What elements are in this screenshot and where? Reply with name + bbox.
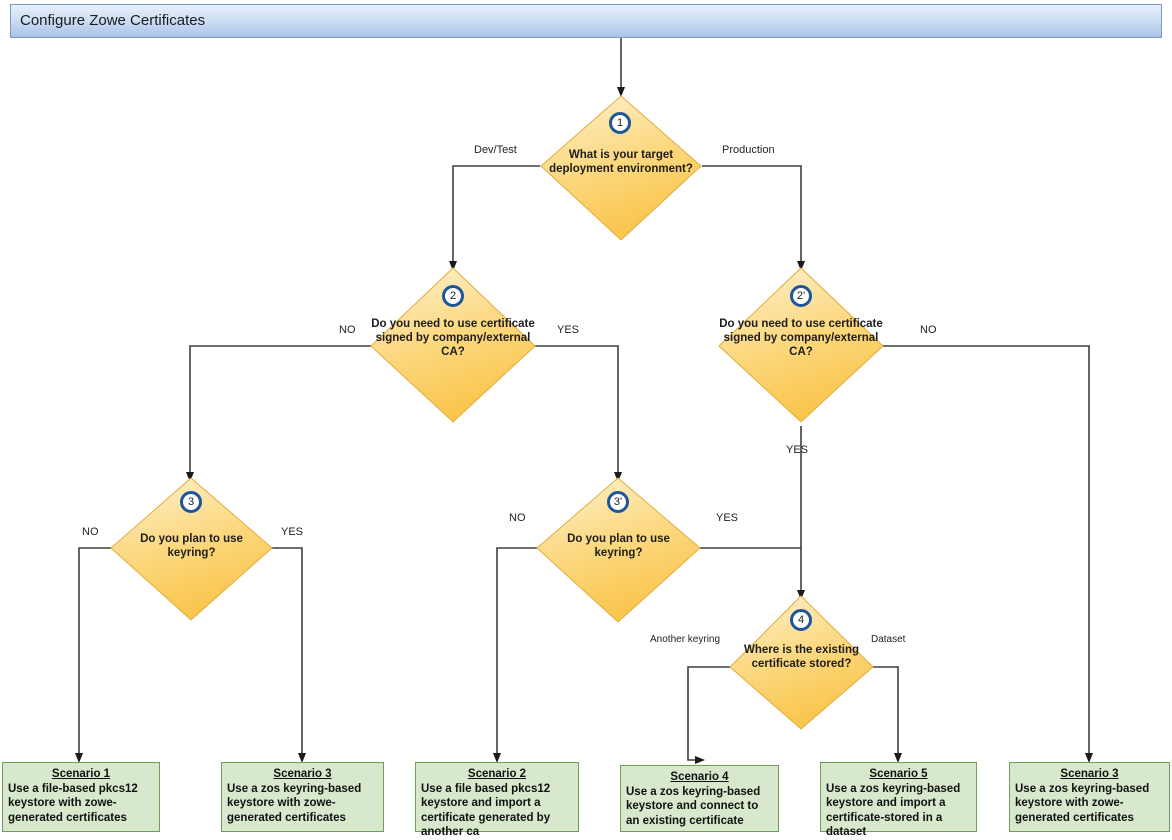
scenario-title: Scenario 3 [273, 768, 332, 780]
edge-d3-no-to-scenario1 [75, 547, 112, 763]
scenario-title: Scenario 5 [869, 768, 928, 780]
edge-d2-yes-to-d3p [535, 345, 622, 482]
decision-badge-1: 1 [609, 112, 631, 134]
scenario-box-1[interactable]: Scenario 1 Use a file-based pkcs12 keyst… [2, 762, 160, 832]
scenario-box-3b[interactable]: Scenario 3 Use a zos keyring-based keyst… [1009, 762, 1170, 832]
edge-d3p-no-to-scenario2 [493, 547, 537, 763]
scenario-body: Use a zos keyring-based keystore with zo… [227, 782, 362, 824]
edge-d3-yes-to-scenario3a [272, 547, 306, 763]
scenario-box-4[interactable]: Scenario 4 Use a zos keyring-based keyst… [620, 765, 779, 832]
edge-label-d3p-no: NO [509, 512, 526, 524]
edge-label-d3p-yes: YES [716, 512, 739, 524]
decision-shape-2-prime [718, 267, 884, 423]
decision-node-3[interactable]: 3 Do you plan to use keyring? [111, 478, 272, 620]
decision-label-2: Do you need to use certificate signed by… [371, 318, 535, 358]
decision-label-2-prime: Do you need to use certificate signed by… [719, 318, 883, 358]
decision-badge-3: 3 [180, 491, 202, 513]
decision-node-2[interactable]: 2 Do you need to use certificate signed … [371, 268, 535, 422]
decision-node-4[interactable]: 4 Where is the existing certificate stor… [730, 596, 873, 729]
decision-badge-2: 2 [442, 285, 464, 307]
scenario-box-2[interactable]: Scenario 2 Use a file based pkcs12 keyst… [415, 762, 579, 838]
decision-shape-2 [370, 267, 536, 423]
decision-label-3-prime: Do you plan to use keyring? [567, 533, 670, 559]
decision-label-4: Where is the existing certificate stored… [743, 644, 860, 670]
decision-shape-3-prime [536, 477, 701, 623]
edge-label-d4-another-keyring: Another keyring [650, 634, 721, 645]
scenario-body: Use a zos keyring-based keystore and con… [626, 785, 761, 827]
decision-label-1: What is your target deployment environme… [549, 149, 693, 175]
scenario-box-3a[interactable]: Scenario 3 Use a zos keyring-based keyst… [221, 762, 384, 832]
edge-label-d4-dataset: Dataset [871, 634, 906, 645]
decision-shape-3 [110, 477, 273, 621]
decision-shape-1 [540, 95, 702, 241]
scenario-title: Scenario 1 [51, 768, 111, 780]
scenario-box-5[interactable]: Scenario 5 Use a zos keyring-based keyst… [820, 762, 977, 838]
decision-shape-4 [729, 595, 874, 730]
edge-label-d1-devtest: Dev/Test [474, 144, 517, 156]
edge-d1-production-to-d2p [702, 165, 805, 271]
edge-label-d3-no: NO [82, 526, 99, 538]
edge-label-d2p-no: NO [920, 324, 937, 336]
edge-label-d3-yes: YES [281, 526, 304, 538]
scenario-body: Use a zos keyring-based keystore with zo… [1015, 782, 1150, 824]
edge-d4-another-keyring-to-scenario4 [687, 666, 756, 764]
scenario-title: Scenario 4 [670, 771, 729, 783]
window-title-bar: Configure Zowe Certificates [10, 4, 1162, 38]
decision-label-3: Do you plan to use keyring? [140, 533, 243, 559]
page-title: Configure Zowe Certificates [20, 12, 206, 29]
scenario-body: Use a file based pkcs12 keystore and imp… [421, 782, 551, 839]
scenario-title: Scenario 3 [1060, 768, 1119, 780]
decision-badge-4: 4 [790, 609, 812, 631]
decision-node-1[interactable]: 1 What is your target deployment environ… [541, 96, 701, 240]
edge-label-d1-production: Production [722, 144, 775, 156]
decision-node-3-prime[interactable]: 3' Do you plan to use keyring? [537, 478, 700, 622]
edge-label-d2p-yes: YES [786, 444, 809, 456]
edge-d2-no-to-d3 [186, 345, 372, 482]
decision-node-2-prime[interactable]: 2' Do you need to use certificate signed… [719, 268, 883, 422]
edge-label-d2-no: NO [339, 324, 356, 336]
scenario-body: Use a zos keyring-based keystore and imp… [826, 782, 961, 839]
decision-badge-2-prime: 2' [790, 285, 812, 307]
edge-d2p-no-to-scenario3b [883, 345, 1093, 763]
edge-label-d2-yes: YES [557, 324, 580, 336]
decision-badge-3-prime: 3' [607, 491, 629, 513]
scenario-body: Use a file-based pkcs12 keystore with zo… [8, 782, 138, 824]
scenario-title: Scenario 2 [467, 768, 527, 780]
edge-d1-devtest-to-d2 [449, 165, 540, 271]
